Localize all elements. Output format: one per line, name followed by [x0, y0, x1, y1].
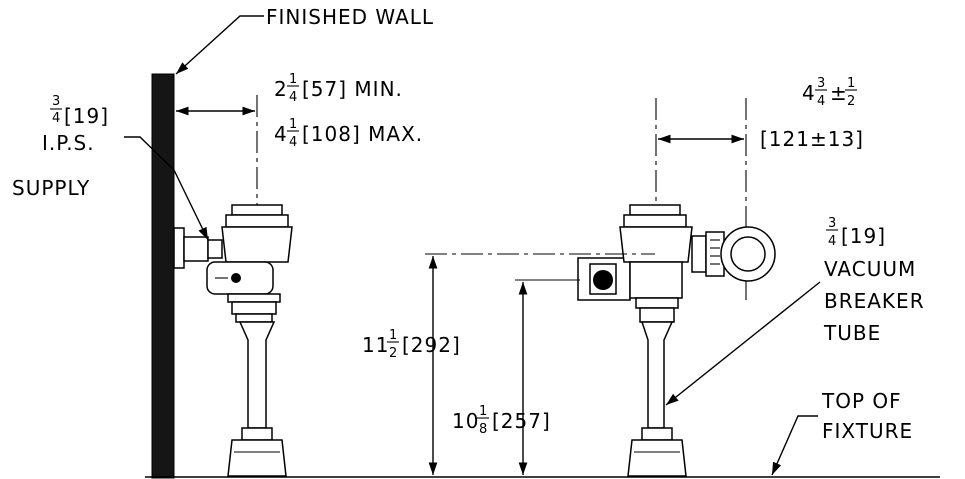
max-dimension-label: 4 1 4 [108] MAX. [274, 117, 423, 150]
svg-text:[121±13]: [121±13] [760, 127, 864, 151]
top-of-fixture-leader [771, 415, 818, 476]
finished-wall-leader [175, 15, 264, 75]
min-dimension-label: 2 1 4 [57] MIN. [274, 72, 403, 105]
svg-text:3: 3 [828, 216, 836, 231]
svg-text:TOP OF: TOP OF [821, 389, 902, 413]
svg-text:4: 4 [817, 94, 825, 109]
svg-text:[19]: [19] [841, 224, 886, 248]
svg-text:1: 1 [289, 72, 297, 87]
finished-wall-label: FINISHED WALL [266, 5, 434, 29]
supply-callout: 3 4 [19] I.P.S. SUPPLY [12, 94, 109, 200]
svg-text:1: 1 [479, 404, 487, 419]
flushometer-side-view [173, 95, 293, 477]
svg-text:±: ± [830, 81, 848, 105]
top-of-fixture-callout: TOP OF FIXTURE [821, 389, 913, 443]
vacuum-breaker-callout: 3 4 [19] VACUUM BREAKER TUBE [823, 216, 925, 345]
svg-text:[57] MIN.: [57] MIN. [302, 77, 403, 101]
svg-text:4: 4 [289, 135, 297, 150]
svg-text:I.P.S.: I.P.S. [42, 131, 95, 155]
svg-text:[257]: [257] [492, 409, 551, 433]
finished-wall [151, 73, 175, 479]
svg-text:[108] MAX.: [108] MAX. [302, 122, 423, 146]
vacuum-breaker-leader [665, 281, 821, 406]
svg-text:3: 3 [52, 94, 60, 109]
svg-text:4: 4 [274, 122, 288, 146]
svg-text:FIXTURE: FIXTURE [822, 419, 913, 443]
flushometer-front-view [577, 98, 776, 477]
svg-text:11: 11 [362, 333, 389, 357]
svg-text:1: 1 [389, 328, 397, 343]
svg-text:8: 8 [479, 422, 487, 437]
svg-text:VACUUM: VACUUM [824, 257, 916, 281]
svg-text:4: 4 [52, 111, 60, 126]
svg-text:4: 4 [802, 81, 816, 105]
svg-text:2: 2 [847, 94, 855, 109]
svg-text:2: 2 [274, 77, 288, 101]
svg-text:BREAKER: BREAKER [824, 289, 925, 313]
svg-text:1: 1 [289, 117, 297, 132]
svg-text:TUBE: TUBE [823, 321, 881, 345]
supply-leader [124, 136, 209, 241]
svg-text:[292]: [292] [402, 333, 461, 357]
svg-text:2: 2 [389, 346, 397, 361]
svg-text:4: 4 [828, 234, 836, 249]
offset-dimension-label: 4 3 4 ± 1 2 [121±13] [760, 76, 864, 151]
height-10-1-8-label: 10 1 8 [257] [452, 404, 551, 437]
svg-text:3: 3 [817, 76, 825, 91]
svg-text:1: 1 [847, 76, 855, 91]
svg-text:4: 4 [289, 90, 297, 105]
svg-text:SUPPLY: SUPPLY [12, 176, 90, 200]
svg-text:[19]: [19] [64, 104, 109, 128]
svg-text:10: 10 [452, 409, 479, 433]
height-11-1-2-label: 11 1 2 [292] [362, 328, 461, 361]
